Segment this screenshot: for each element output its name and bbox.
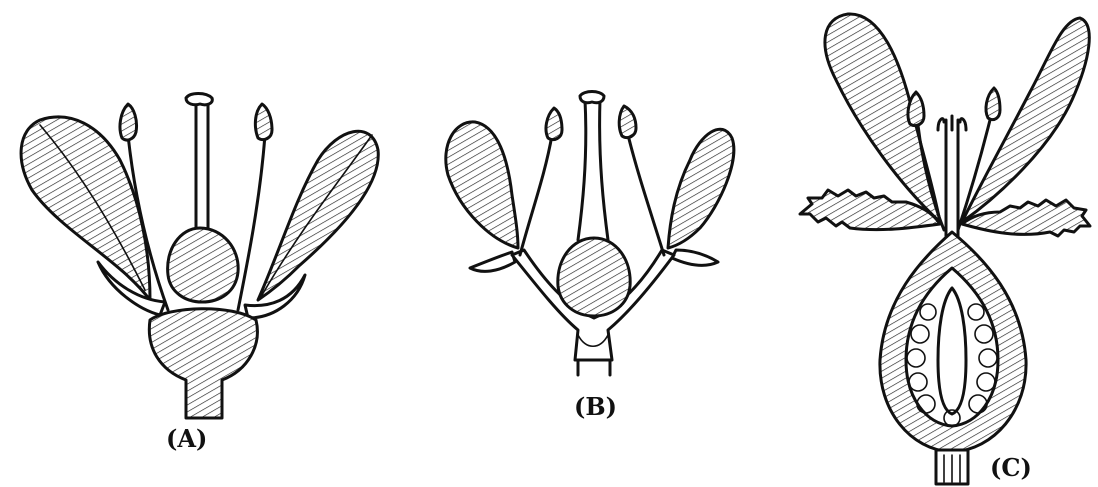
- flower-c-placenta: [938, 288, 966, 414]
- flower-c-left-anther: [908, 92, 924, 126]
- flower-c-right-petal: [962, 18, 1089, 222]
- flower-a-left-anther: [120, 104, 137, 140]
- flower-b-right-petal: [668, 129, 734, 248]
- flower-b-stigma: [580, 92, 604, 103]
- flower-a-right-anther: [255, 104, 272, 140]
- flower-a-diagram: [21, 94, 378, 419]
- flower-b-right-sepal: [672, 250, 718, 265]
- flower-b-diagram: [446, 92, 734, 376]
- flower-b-ovary: [558, 238, 630, 316]
- flower-b-right-anther: [619, 106, 636, 138]
- label-c: (C): [990, 453, 1032, 482]
- flower-a-stigma: [186, 94, 212, 105]
- flower-b-left-filament: [520, 135, 552, 255]
- flower-a-right-filament: [238, 135, 265, 310]
- flower-c-diagram: [800, 14, 1090, 484]
- label-b: (B): [574, 392, 617, 421]
- flower-b-left-anther: [546, 108, 562, 140]
- flower-a-left-petal: [21, 117, 150, 300]
- flower-b-pedicel: [578, 360, 610, 375]
- flower-b-style: [578, 100, 608, 240]
- flower-c-style: [946, 120, 958, 236]
- flower-a-style: [196, 105, 208, 235]
- flower-b-left-sepal: [470, 252, 515, 271]
- flower-b-left-petal: [446, 122, 518, 248]
- label-a: (A): [166, 424, 207, 453]
- flower-c-stigma: [938, 116, 966, 130]
- flower-a-right-petal: [258, 131, 378, 300]
- flower-c-right-anther: [986, 88, 1000, 120]
- flower-a-ovary: [168, 228, 239, 302]
- flower-b-right-filament: [628, 135, 664, 255]
- flower-a-thalamus: [149, 309, 257, 418]
